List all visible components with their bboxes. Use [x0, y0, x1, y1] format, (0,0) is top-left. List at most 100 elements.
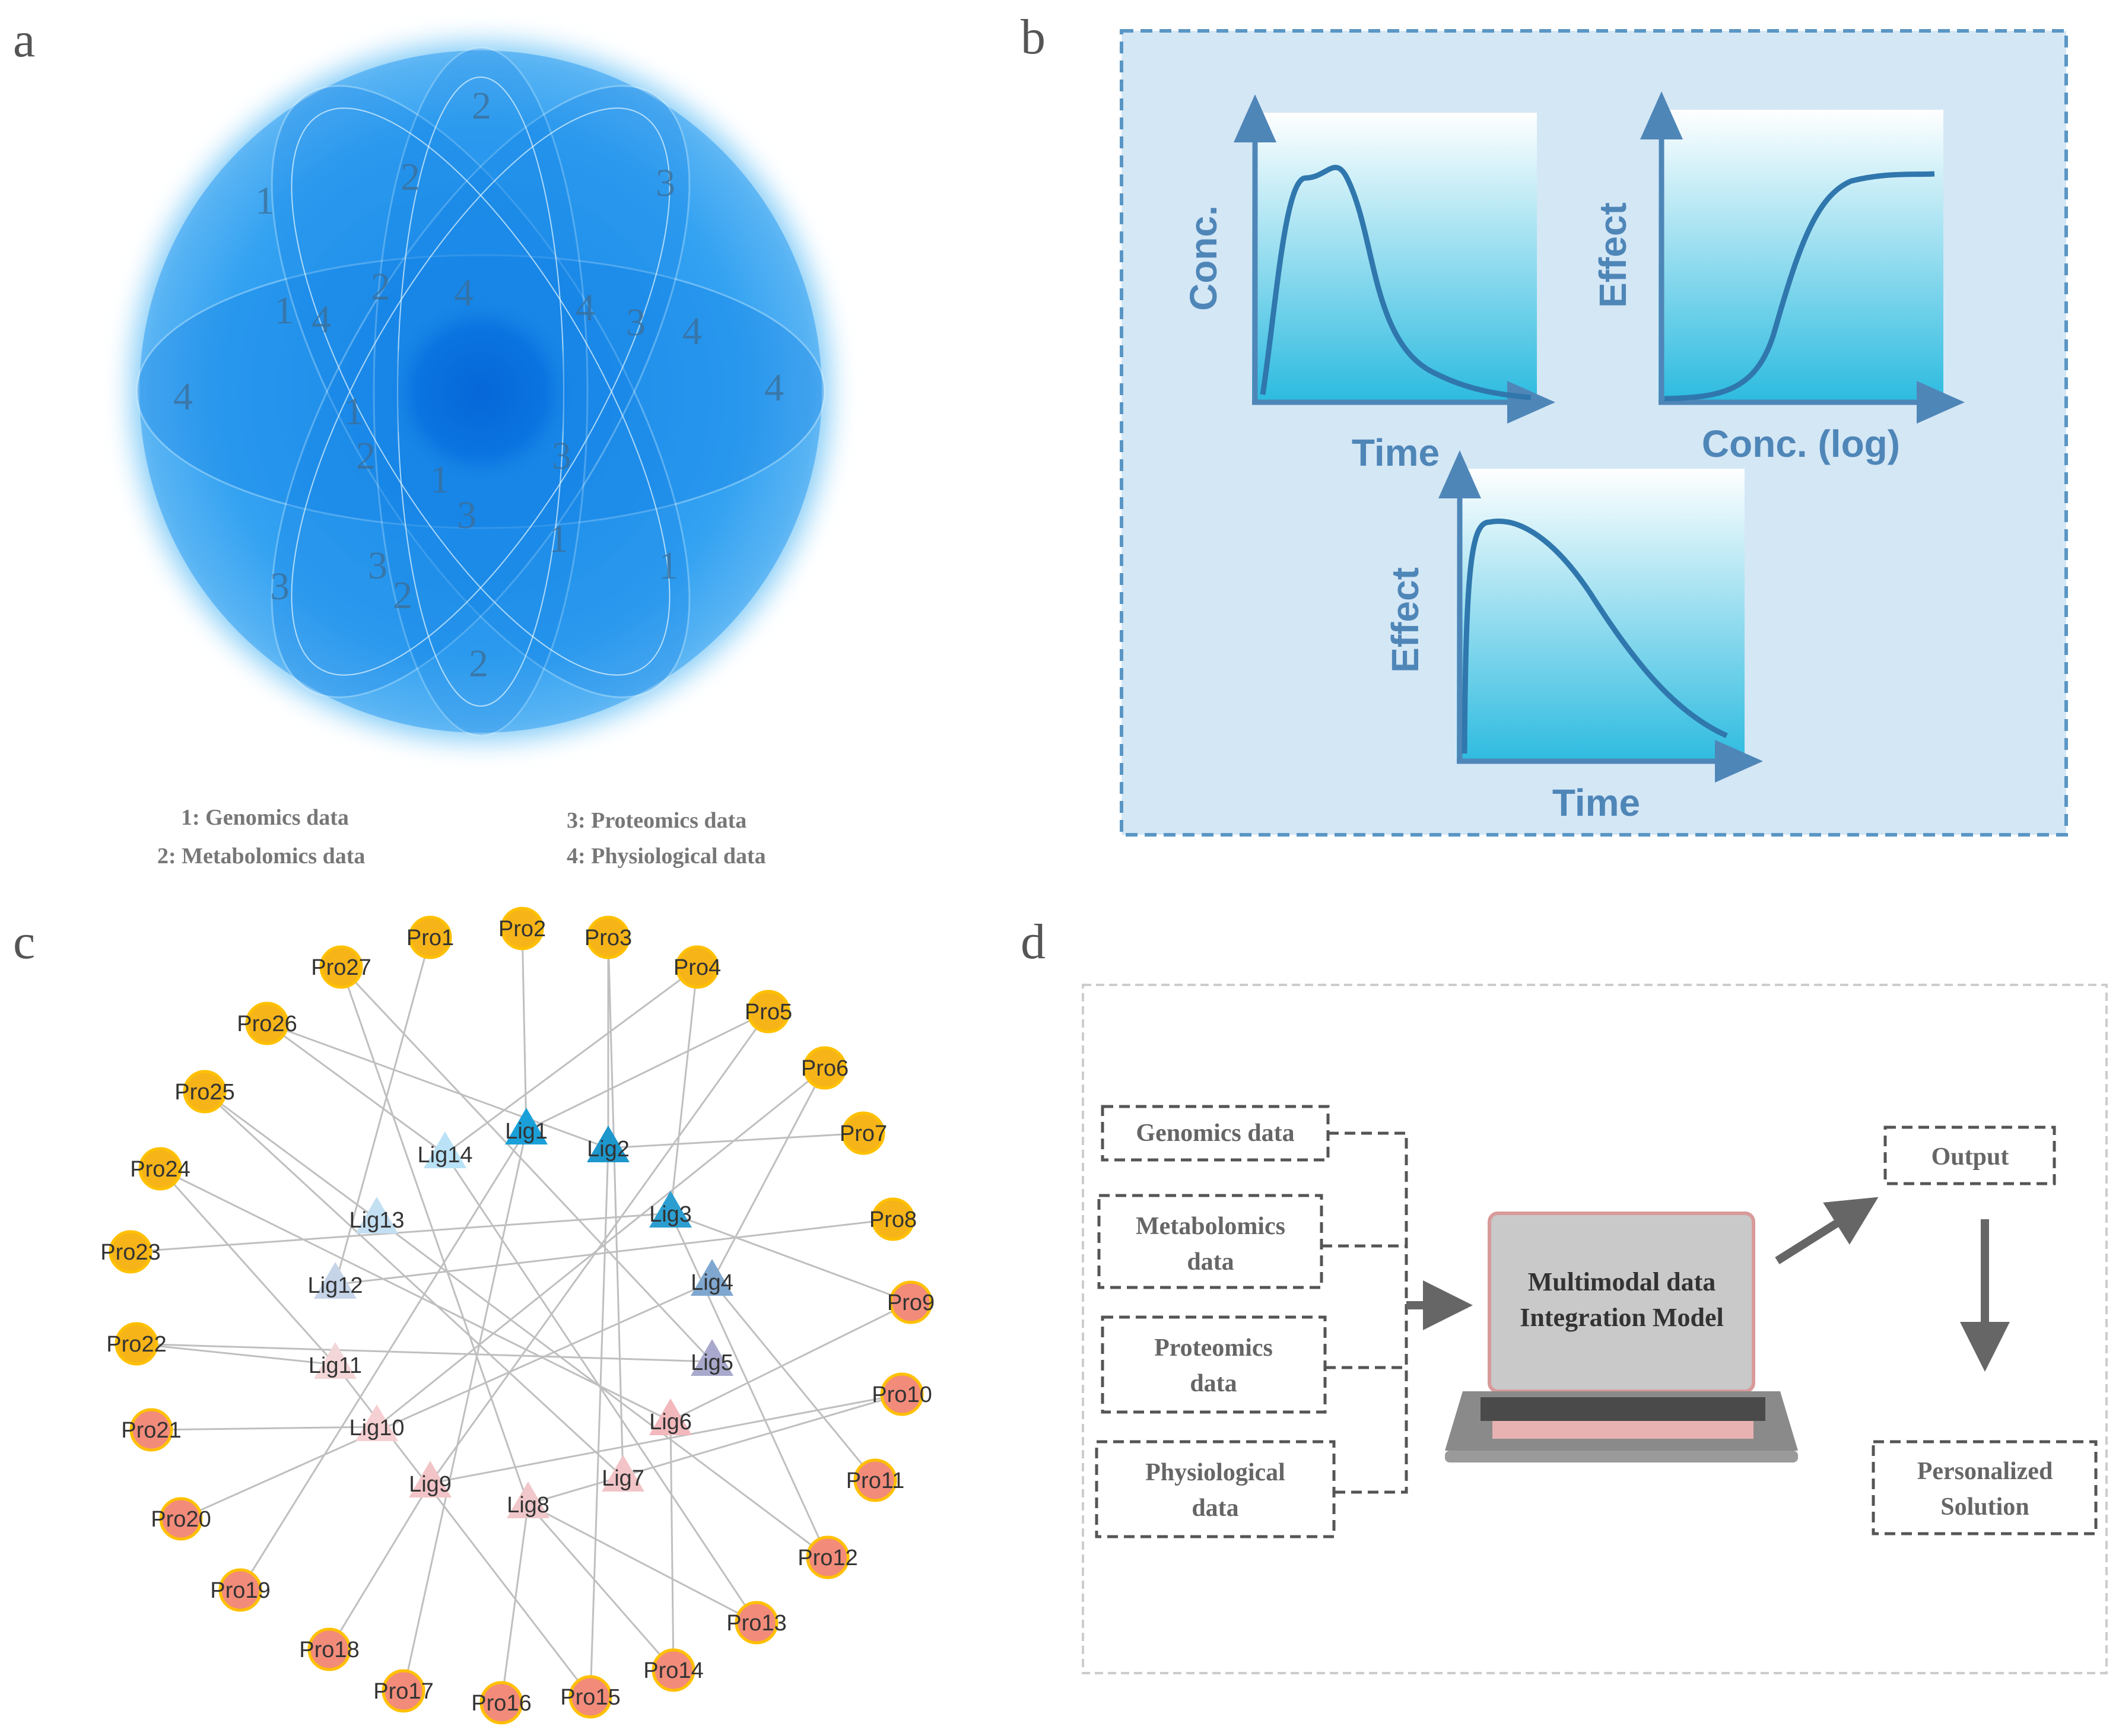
- panel-d: d Genomics data Metabolomics data Proteo…: [1021, 914, 2108, 1674]
- ligand-triangle: [602, 1455, 644, 1492]
- network-edge: [429, 1011, 770, 1484]
- solution-label-2: Solution: [1940, 1493, 2029, 1521]
- ligand-label: Lig10: [350, 1416, 405, 1441]
- solution-label-1: Personalized: [1917, 1458, 2053, 1485]
- protein-label: Pro27: [311, 955, 371, 980]
- orbit-label-3: 3: [457, 494, 476, 537]
- input-label-metabolomics-1: Metabolomics: [1136, 1213, 1285, 1240]
- input-label-proteomics-2: data: [1190, 1370, 1237, 1397]
- orbit-label-4: 4: [312, 298, 331, 341]
- protein-node-pro21: Pro21: [121, 1408, 182, 1452]
- omics-sphere: 1 2 2 3 4 4 1 4 2 4 4 3 4 1 2 1 3 3 1 1 …: [113, 24, 849, 759]
- input-label-physiological-2: data: [1192, 1495, 1238, 1522]
- ligand-node-lig4: Lig4: [691, 1259, 733, 1296]
- protein-circle: [880, 1372, 924, 1416]
- protein-circle: [109, 1230, 153, 1274]
- protein-node-pro9: Pro9: [887, 1280, 935, 1324]
- protein-label: Pro24: [130, 1157, 190, 1182]
- protein-node-pro19: Pro19: [210, 1568, 271, 1612]
- ligand-triangle: [424, 1131, 466, 1168]
- laptop-screen: [1488, 1212, 1755, 1393]
- effect-time-chart-ylabel: Effect: [1384, 567, 1427, 673]
- protein-label: Pro20: [151, 1507, 211, 1532]
- network-edge: [669, 1420, 675, 1671]
- protein-label: Pro19: [210, 1578, 270, 1603]
- orbit-label-4: 4: [173, 375, 193, 418]
- network-edge: [239, 1130, 528, 1591]
- network-edge: [669, 1213, 829, 1558]
- panel-c: c Lig1Lig2Lig3Lig4Lig5Lig6Lig7Lig8Lig9Li…: [13, 907, 935, 1725]
- orbit-label-3: 3: [368, 544, 387, 587]
- network-edge: [340, 966, 713, 1363]
- protein-circle: [568, 1675, 612, 1719]
- ligand-label: Lig8: [507, 1493, 549, 1518]
- panel-d-frame: [1082, 984, 2108, 1674]
- ligand-node-lig6: Lig6: [649, 1398, 692, 1435]
- laptop-trackpad-strip: [1492, 1421, 1753, 1439]
- protein-node-pro7: Pro7: [840, 1111, 887, 1155]
- orbit-label-1: 1: [274, 289, 294, 332]
- network-edge: [328, 1483, 431, 1650]
- network-edge: [334, 937, 431, 1285]
- protein-circle: [115, 1322, 158, 1366]
- panel-d-letter: d: [1021, 914, 1046, 969]
- orbit-label-2: 2: [371, 265, 390, 309]
- orbit-label-3: 3: [270, 565, 290, 608]
- network-edge: [607, 937, 624, 1478]
- protein-circle: [307, 1627, 351, 1671]
- ligand-node-lig14: Lig14: [418, 1131, 472, 1168]
- network-edge: [670, 1212, 911, 1303]
- protein-node-pro25: Pro25: [174, 1070, 235, 1114]
- ligand-node-lig10: Lig10: [350, 1404, 405, 1441]
- network-edge: [711, 1281, 876, 1481]
- protein-circle: [871, 1197, 915, 1241]
- model-label-1: Multimodal data: [1528, 1267, 1716, 1296]
- protein-circle: [479, 1681, 523, 1725]
- protein-node-pro4: Pro4: [673, 945, 721, 989]
- input-box-genomics: [1101, 1105, 1330, 1162]
- protein-circle: [408, 915, 452, 959]
- protein-label: Pro5: [745, 1000, 792, 1025]
- ligand-node-lig7: Lig7: [602, 1455, 644, 1492]
- ligand-node-lig2: Lig2: [587, 1125, 630, 1162]
- ligand-node-lig11: Lig11: [309, 1342, 362, 1379]
- protein-node-pro5: Pro5: [745, 990, 792, 1034]
- ligand-node-lig3: Lig3: [649, 1191, 692, 1228]
- protein-label: Pro12: [798, 1546, 857, 1570]
- protein-node-pro13: Pro13: [726, 1601, 787, 1645]
- ligand-label: Lig3: [649, 1202, 692, 1227]
- orbit-label-2: 2: [393, 574, 412, 617]
- panel-b: b Conc. Time Effect Conc. (log) Effec: [1021, 9, 2068, 837]
- protein-node-pro11: Pro11: [846, 1458, 904, 1502]
- network-edge: [180, 1280, 713, 1520]
- orbit-label-1: 1: [430, 458, 450, 501]
- network-edge: [159, 1168, 336, 1365]
- orbit-label-1: 1: [659, 544, 678, 587]
- network-edge: [204, 1090, 377, 1220]
- protein-node-pro17: Pro17: [373, 1669, 434, 1713]
- pk-chart: Conc. Time: [1182, 94, 1555, 474]
- laptop-icon: Multimodal data Integration Model: [1445, 1212, 1798, 1462]
- orbit-label-2: 2: [469, 642, 488, 685]
- network-edge: [335, 1218, 894, 1286]
- protein-node-pro23: Pro23: [100, 1230, 161, 1274]
- effect-time-chart: Effect Time: [1384, 450, 1763, 824]
- panel-a-letter: a: [13, 12, 35, 68]
- protein-label: Pro16: [471, 1691, 531, 1716]
- protein-node-pro15: Pro15: [560, 1675, 621, 1719]
- protein-label: Pro3: [584, 926, 632, 950]
- protein-label: Pro18: [299, 1638, 359, 1662]
- input-connector: [1321, 1131, 1408, 1494]
- input-label-proteomics-1: Proteomics: [1154, 1334, 1273, 1362]
- protein-circle: [245, 1001, 289, 1045]
- protein-node-pro24: Pro24: [130, 1147, 190, 1191]
- legend-item-proteomics: 3: Proteomics data: [567, 808, 746, 833]
- network-edge: [526, 1010, 769, 1131]
- input-label-metabolomics-2: data: [1187, 1248, 1234, 1276]
- pk-chart-ylabel: Conc.: [1182, 205, 1225, 311]
- protein-label: Pro10: [872, 1382, 932, 1407]
- protein-circle: [803, 1046, 847, 1090]
- panel-a-legend: 1: Genomics data 2: Metabolomics data 3:…: [157, 805, 766, 869]
- ligand-triangle: [507, 1481, 549, 1518]
- network-edge: [444, 1153, 758, 1623]
